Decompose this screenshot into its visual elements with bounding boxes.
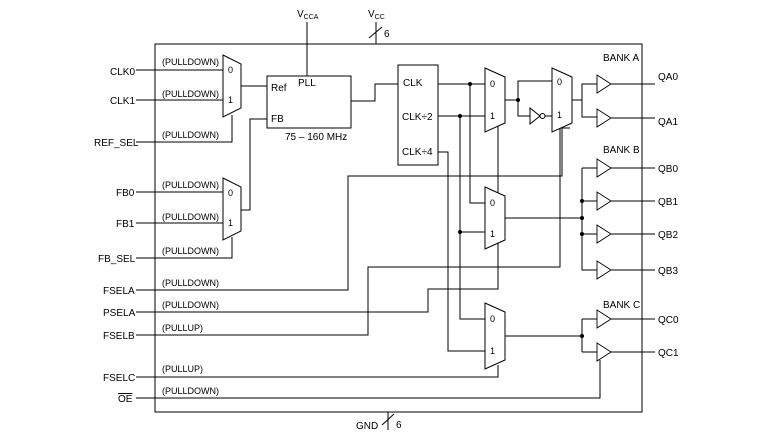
gnd-pin: GND 6	[356, 412, 402, 432]
output-qb3: QB3	[596, 260, 678, 280]
output-qa1: QA1	[596, 108, 678, 128]
output-qc1: QC1	[596, 342, 679, 362]
fselc-label: FSELC	[103, 373, 135, 384]
output-qa0: QA0	[596, 72, 678, 94]
qb1-label: QB1	[658, 197, 678, 208]
input-clk0: CLK0 (PULLDOWN)	[110, 57, 223, 78]
pll-frequency-range: 75 – 160 MHz	[285, 132, 347, 143]
ref-mux-in0: 0	[228, 65, 233, 75]
pll-fb-label: FB	[271, 114, 284, 125]
clk1-label: CLK1	[110, 96, 135, 107]
vcc-pin: VCC 6	[368, 9, 390, 44]
bank-c-mux: 0 1	[484, 302, 506, 370]
qc1-label: QC1	[658, 348, 679, 359]
fb-sel-note: (PULLDOWN)	[162, 246, 219, 256]
fb-mux-in0: 0	[228, 188, 233, 198]
output-qb2: QB2	[596, 224, 678, 244]
svg-text:VCCA: VCCA	[297, 9, 319, 21]
input-clk1: CLK1 (PULLDOWN)	[110, 89, 223, 107]
pll-title: PLL	[298, 78, 316, 89]
bank-c-mux-in1: 1	[490, 346, 495, 356]
bank-a-mux-2: 0 1	[551, 67, 573, 133]
divider-block: CLK CLK÷2 CLK÷4	[397, 64, 439, 166]
input-fb-sel: FB_SEL (PULLDOWN)	[98, 237, 233, 265]
bank-a-mux-1-in1: 1	[490, 111, 495, 121]
bank-a-mux-1: 0 1	[484, 67, 506, 133]
input-ref-sel: REF_SEL (PULLDOWN)	[94, 115, 233, 149]
vcc-subscript: CC	[375, 14, 385, 21]
bank-a-mux-2-in1: 1	[557, 110, 562, 120]
input-fb0: FB0 (PULLDOWN)	[116, 180, 223, 199]
fb-sel-label: FB_SEL	[98, 254, 136, 265]
fb0-label: FB0	[116, 188, 135, 199]
clk1-note: (PULLDOWN)	[162, 89, 219, 99]
bank-b-mux-in1: 1	[490, 229, 495, 239]
fsela-note: (PULLDOWN)	[162, 278, 219, 288]
vcca-label: V	[297, 9, 304, 20]
fselc-note: (PULLUP)	[162, 364, 203, 374]
input-oe: OE (PULLDOWN)	[118, 360, 601, 405]
bank-b-label: BANK B	[603, 145, 640, 156]
qb0-label: QB0	[658, 164, 678, 175]
vcca-pin: VCCA	[297, 9, 319, 76]
qc0-label: QC0	[658, 315, 679, 326]
gnd-pin-count: 6	[396, 420, 402, 431]
clk0-note: (PULLDOWN)	[162, 57, 219, 67]
vcc-pin-count: 6	[384, 29, 390, 40]
fsela-label: FSELA	[103, 286, 135, 297]
fb-mux: 0 1	[222, 177, 242, 241]
fb1-note: (PULLDOWN)	[162, 212, 219, 222]
svg-text:VCC: VCC	[368, 9, 385, 21]
qa1-label: QA1	[658, 117, 678, 128]
oe-note: (PULLDOWN)	[162, 386, 219, 396]
divider-clk-div4: CLK÷4	[402, 147, 433, 158]
bank-c-mux-in0: 0	[490, 314, 495, 324]
qb3-label: QB3	[658, 266, 678, 277]
qa0-label: QA0	[658, 72, 678, 83]
divider-clk-div2: CLK÷2	[402, 112, 433, 123]
input-fselc: FSELC (PULLUP)	[103, 364, 499, 384]
output-qb1: QB1	[596, 191, 678, 211]
bank-b-mux: 0 1	[484, 186, 506, 250]
clk0-label: CLK0	[110, 67, 135, 78]
ref-sel-label: REF_SEL	[94, 138, 139, 149]
inverter	[529, 106, 546, 126]
fselb-label: FSELB	[103, 331, 135, 342]
divider-clk: CLK	[403, 78, 423, 89]
ref-sel-note: (PULLDOWN)	[162, 130, 219, 140]
fb1-label: FB1	[116, 219, 135, 230]
bank-c-label: BANK C	[603, 300, 640, 311]
pll-block: PLL Ref FB 75 – 160 MHz	[266, 75, 352, 143]
qb2-label: QB2	[658, 230, 678, 241]
bank-a-mux-2-in0: 0	[557, 77, 562, 87]
pll-ref-label: Ref	[271, 83, 287, 94]
bank-a-mux-1-in0: 0	[490, 79, 495, 89]
bank-a-label: BANK A	[603, 53, 639, 64]
ref-mux-in1: 1	[228, 95, 233, 105]
ref-mux: 0 1	[222, 54, 242, 118]
output-qc0: QC0	[596, 309, 679, 329]
psela-note: (PULLDOWN)	[162, 300, 219, 310]
fb0-note: (PULLDOWN)	[162, 180, 219, 190]
psela-label: PSELA	[103, 308, 136, 319]
output-qb0: QB0	[596, 158, 678, 178]
vcc-label: V	[368, 9, 375, 20]
bank-b-mux-in0: 0	[490, 198, 495, 208]
fselb-note: (PULLUP)	[162, 323, 203, 333]
input-fb1: FB1 (PULLDOWN)	[116, 212, 223, 230]
oe-label: OE	[118, 394, 133, 405]
fb-mux-in1: 1	[228, 218, 233, 228]
gnd-label: GND	[356, 421, 378, 432]
input-fsela: FSELA (PULLDOWN)	[103, 120, 563, 297]
vcca-subscript: CCA	[304, 14, 319, 21]
